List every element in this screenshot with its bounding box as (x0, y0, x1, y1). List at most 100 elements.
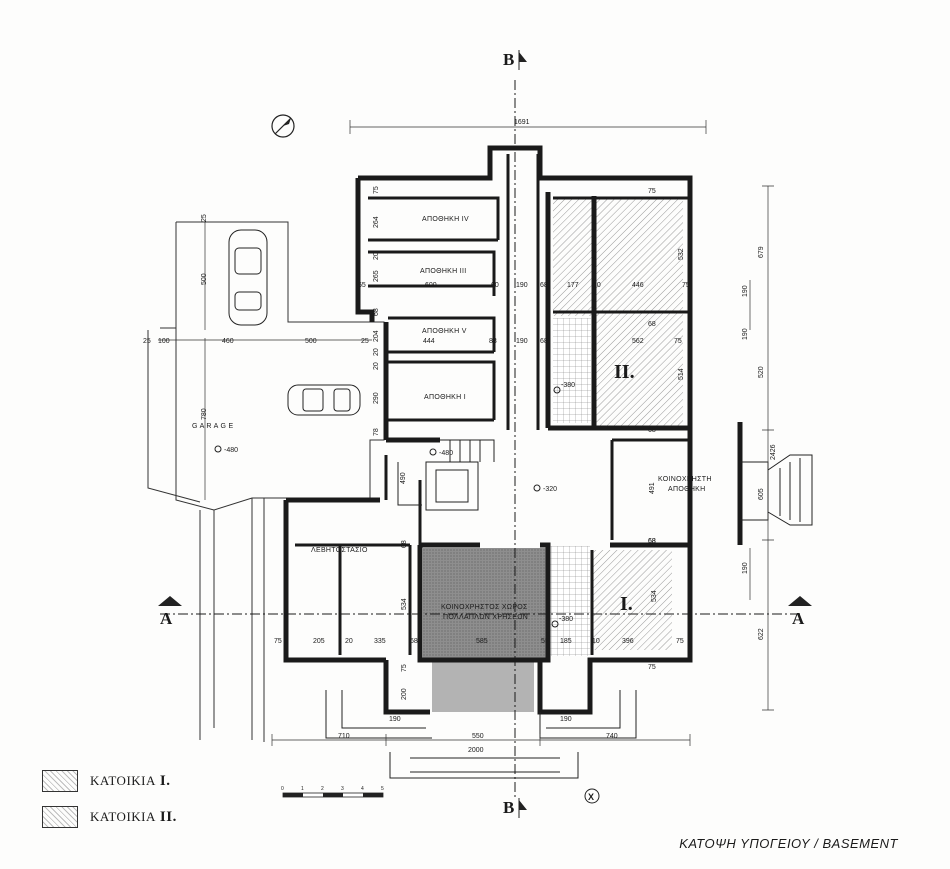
svg-text:68: 68 (648, 538, 656, 545)
svg-text:622: 622 (758, 628, 765, 640)
interior-walls (295, 154, 692, 655)
svg-text:532: 532 (678, 248, 685, 260)
svg-text:190: 190 (742, 562, 749, 574)
svg-text:264: 264 (373, 216, 380, 228)
legend-swatch (42, 770, 78, 792)
room-label-boiler: ΛΕΒΗΤΟΣΤΑΣΙΟ (311, 547, 368, 554)
svg-text:190: 190 (742, 285, 749, 297)
svg-text:20: 20 (345, 638, 353, 645)
svg-text:460: 460 (222, 338, 234, 345)
svg-text:177: 177 (567, 282, 579, 289)
svg-text:190: 190 (516, 282, 528, 289)
svg-text:204: 204 (373, 330, 380, 342)
section-marker-a-left: Α (158, 596, 182, 628)
dimension-lines (158, 120, 774, 746)
level-marks: -480 -480 -320 -380 -380 (214, 382, 575, 628)
axis-marker-x: X (584, 788, 600, 804)
svg-text:-380: -380 (559, 616, 573, 623)
svg-text:446: 446 (632, 282, 644, 289)
svg-text:60: 60 (491, 282, 499, 289)
svg-text:20: 20 (373, 348, 380, 356)
svg-text:-480: -480 (224, 447, 238, 454)
apartment-i-mark: I. (620, 593, 633, 615)
car-icon (228, 229, 268, 326)
svg-text:10: 10 (593, 282, 601, 289)
car-icon (287, 384, 361, 416)
svg-text:1691: 1691 (514, 119, 530, 126)
section-marker-a-right: Α (788, 596, 812, 628)
entrance-steps (740, 454, 813, 526)
svg-text:290: 290 (373, 392, 380, 404)
dimension-labels: 1691 2000 710 550 740 2426 25 500 780 25… (143, 119, 777, 754)
apartment-ii-upper-hatch (553, 198, 683, 316)
svg-text:68: 68 (648, 321, 656, 328)
svg-text:68: 68 (648, 538, 656, 545)
svg-text:100: 100 (158, 338, 170, 345)
svg-text:534: 534 (401, 598, 408, 610)
bath-i-tiles (550, 546, 590, 656)
svg-text:78: 78 (373, 428, 380, 436)
svg-text:500: 500 (201, 273, 208, 285)
room-label-common-hall-2: ΠΟΛΛΑΠΛΩΝ ΧΡΗΣΕΩΝ (443, 614, 528, 621)
svg-text:710: 710 (338, 733, 350, 740)
svg-text:25: 25 (361, 338, 369, 345)
bath-ii-tiles (553, 318, 591, 423)
room-label-storage-i: ΑΠΟΘΗΚΗ I (424, 394, 466, 401)
apartment-ii-lower-hatch (594, 316, 683, 426)
svg-text:-320: -320 (543, 486, 557, 493)
svg-text:514: 514 (678, 368, 685, 380)
terraces (325, 690, 637, 779)
svg-text:265: 265 (373, 270, 380, 282)
svg-text:500: 500 (305, 338, 317, 345)
svg-text:88: 88 (489, 338, 497, 345)
svg-text:2000: 2000 (468, 747, 484, 754)
svg-text:65: 65 (358, 282, 366, 289)
common-hall-porch-fill (432, 660, 534, 712)
room-label-common-storage-2: ΑΠΟΘΗΚΗ (668, 486, 706, 493)
room-label-garage: G A R A G E (192, 423, 233, 430)
svg-text:25: 25 (201, 214, 208, 222)
svg-text:75: 75 (674, 338, 682, 345)
svg-text:5: 5 (381, 786, 384, 792)
svg-text:75: 75 (648, 188, 656, 195)
room-label-common-hall: ΚΟΙΝΟΧΡΗΣΤΟΣ ΧΩΡΟΣ (441, 604, 528, 611)
room-label-storage-v: ΑΠΟΘΗΚΗ V (422, 328, 467, 335)
svg-text:585: 585 (476, 638, 488, 645)
common-hall-fill (423, 548, 548, 660)
svg-text:75: 75 (648, 664, 656, 671)
room-label-storage-iv: ΑΠΟΘΗΚΗ IV (422, 216, 469, 223)
svg-text:491: 491 (649, 482, 656, 494)
svg-text:75: 75 (682, 282, 690, 289)
svg-text:562: 562 (632, 338, 644, 345)
svg-text:190: 190 (389, 716, 401, 723)
svg-text:679: 679 (758, 246, 765, 258)
svg-text:55: 55 (541, 638, 549, 645)
svg-text:444: 444 (423, 338, 435, 345)
svg-text:75: 75 (401, 664, 408, 672)
svg-text:520: 520 (758, 366, 765, 378)
staircase (397, 439, 495, 511)
svg-text:190: 190 (516, 338, 528, 345)
svg-text:4: 4 (361, 786, 364, 792)
svg-text:1: 1 (301, 786, 304, 792)
north-arrow-icon (271, 114, 295, 138)
page-title: ΚΑΤΟΨΗ ΥΠΟΓΕΙΟΥ / BASEMENT (679, 836, 898, 851)
svg-text:2: 2 (321, 786, 324, 792)
svg-text:3: 3 (341, 786, 344, 792)
svg-text:780: 780 (201, 408, 208, 420)
apartment-ii-mark: II. (614, 361, 635, 383)
svg-text:Α: Α (160, 609, 173, 628)
svg-text:68: 68 (373, 308, 380, 316)
svg-text:X: X (588, 792, 594, 802)
svg-text:68: 68 (401, 540, 408, 548)
svg-text:190: 190 (560, 716, 572, 723)
svg-text:75: 75 (676, 638, 684, 645)
svg-text:490: 490 (400, 472, 407, 484)
svg-text:Β: Β (503, 50, 514, 69)
svg-text:75: 75 (373, 186, 380, 194)
svg-text:200: 200 (401, 688, 408, 700)
svg-text:335: 335 (374, 638, 386, 645)
